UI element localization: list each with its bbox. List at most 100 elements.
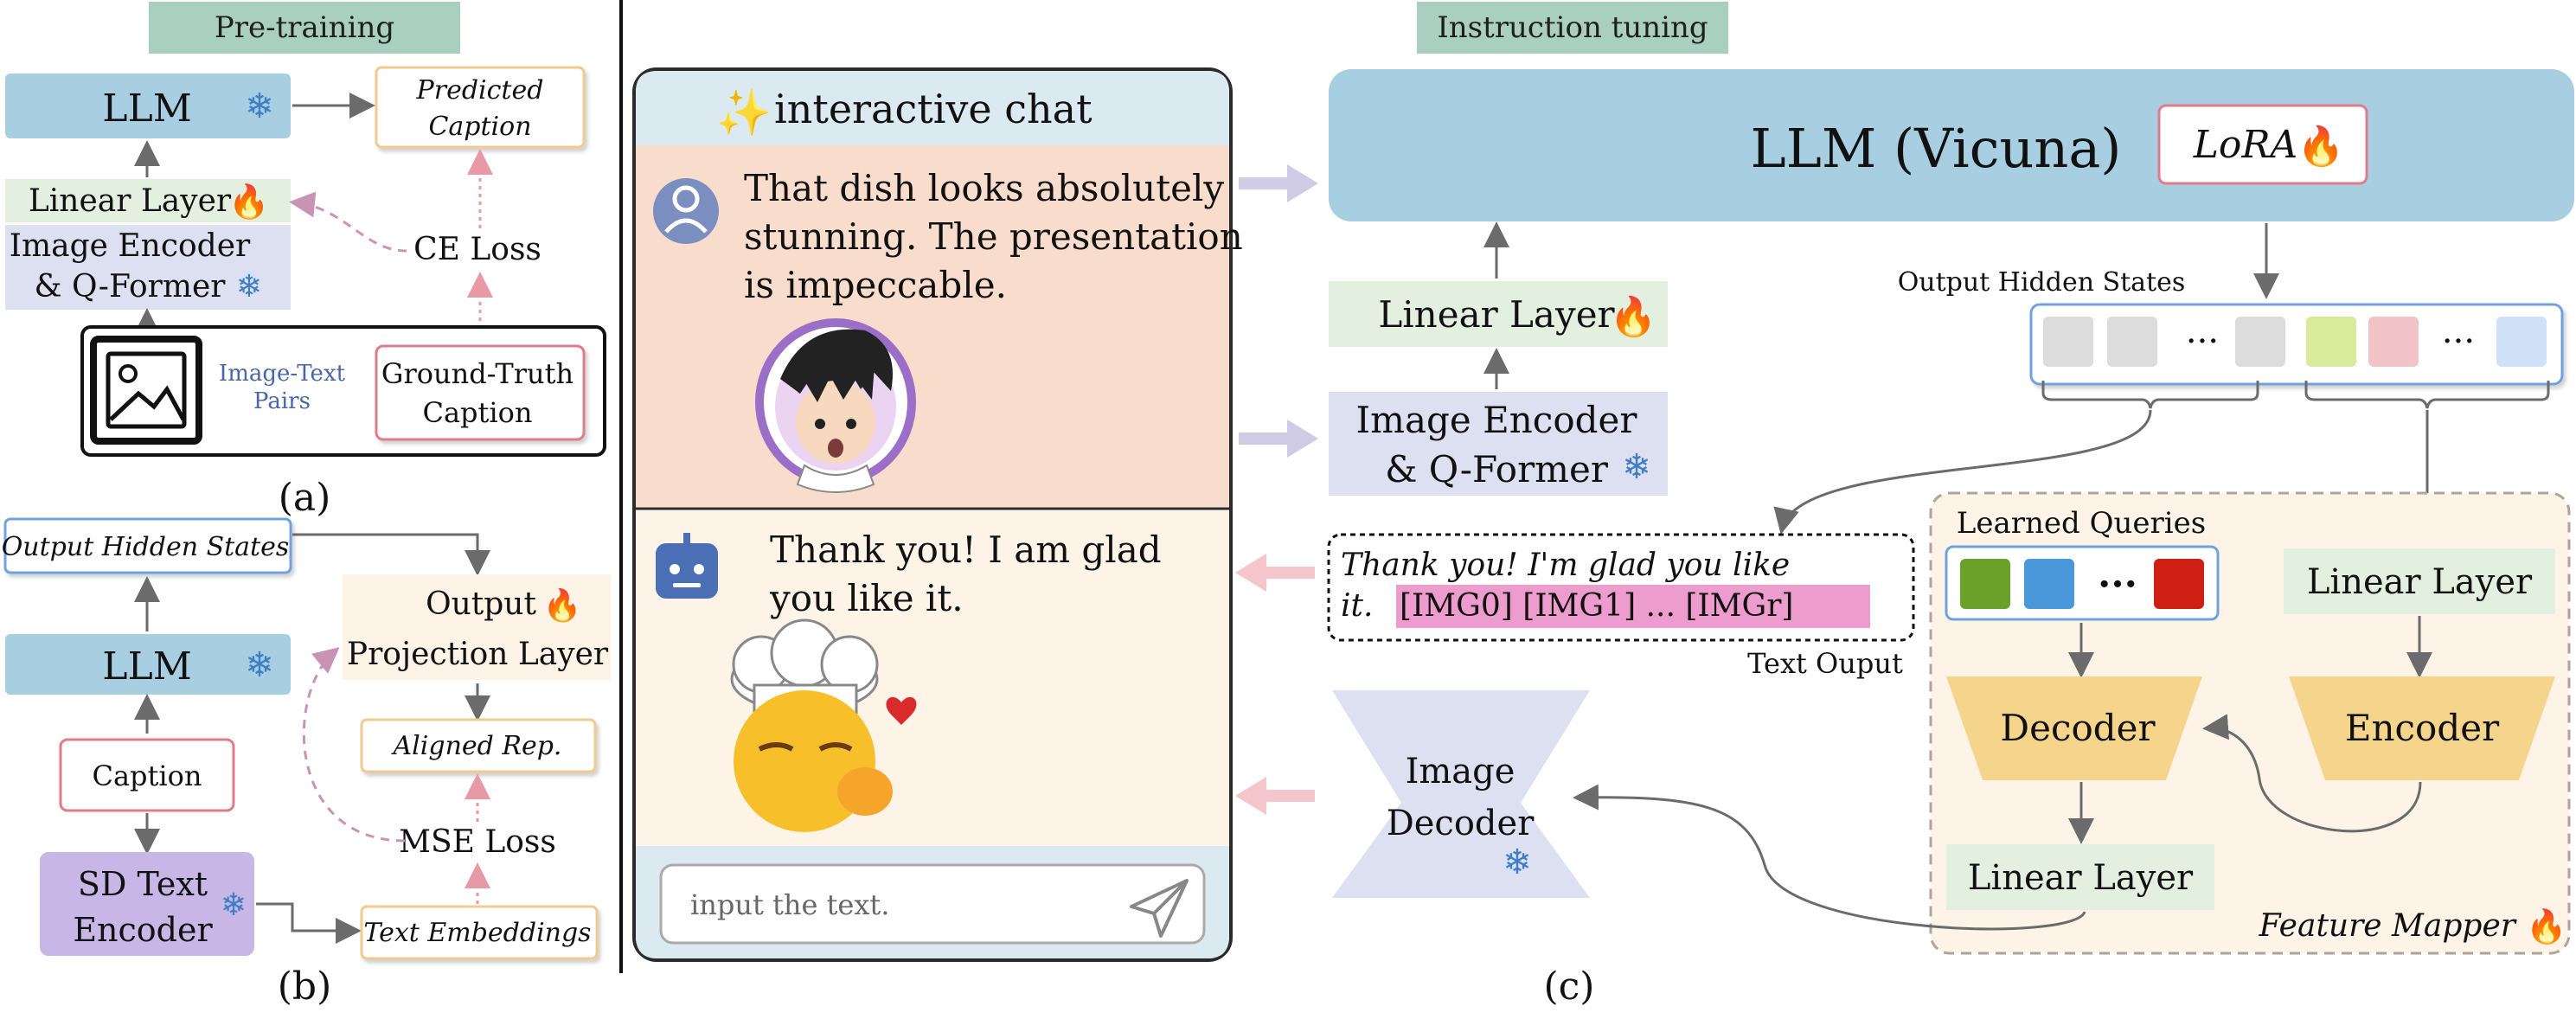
bot-message-line2: you like it. (769, 577, 964, 619)
pretraining-encoder-line2: & Q-Former (34, 269, 226, 304)
output-hidden-states-box (3, 517, 292, 574)
svg-text:···: ··· (2442, 322, 2475, 362)
svg-text:···: ··· (2098, 562, 2137, 606)
image-decoder-line2: Decoder (1387, 804, 1535, 843)
ground-truth-caption-box (375, 344, 586, 441)
instruction-title: Instruction tuning (1437, 10, 1708, 45)
panel-a-label: (a) (279, 476, 331, 520)
anime-sticker-image (755, 318, 916, 493)
chat-input-field[interactable] (659, 863, 1206, 945)
pretraining-llm-label: LLM (102, 87, 192, 131)
fire-icon: 🔥 (228, 183, 269, 221)
pretraining-panel: Pre-training LLM ❄ Predicted Caption Lin… (5, 2, 606, 520)
fire-icon: 🔥 (543, 587, 582, 624)
text-output-line1: Thank you! I'm glad you like (1341, 548, 1790, 583)
sd-text-encoder-line2: Encoder (73, 911, 213, 949)
svg-text:···: ··· (2186, 322, 2219, 362)
chat-panel: ✨ interactive chat That dish looks absol… (632, 67, 1243, 962)
decoder-block (1946, 676, 2202, 780)
predicted-caption-line1: Predicted (416, 75, 544, 106)
mse-loss-label: MSE Loss (399, 824, 556, 860)
fire-icon: 🔥 (2526, 907, 2566, 945)
learned-queries-label: Learned Queries (1957, 506, 2206, 541)
pretraining-title: Pre-training (215, 10, 394, 45)
image-text-pairs-line2: Pairs (253, 388, 311, 414)
send-icon[interactable] (1130, 879, 1189, 938)
lora-label: LoRA (2193, 123, 2298, 167)
encoder-label: Encoder (2345, 707, 2500, 749)
snowflake-icon: ❄ (245, 87, 274, 126)
mapper-linear-top-label: Linear Layer (2307, 562, 2533, 602)
pretraining-linear-box (5, 179, 291, 222)
predicted-caption-box (375, 66, 586, 149)
hidden-states-box (2029, 303, 2564, 386)
image-decoder-line1: Image (1406, 752, 1515, 791)
chat-connector-arrows (1235, 164, 1318, 815)
chat-header-title: interactive chat (774, 86, 1093, 132)
user-message-area (636, 145, 1229, 507)
aligned-rep-label: Aligned Rep. (391, 731, 562, 761)
mapper-linear-bottom-box (1946, 844, 2214, 910)
instruction-encoder-line2: & Q-Former (1385, 448, 1609, 490)
snowflake-icon: ❄ (236, 269, 262, 304)
user-message-line2: stunning. The presentation (744, 215, 1243, 258)
ce-loss-to-linear-arrow (289, 191, 407, 253)
chef-emoji-image (730, 618, 917, 832)
fire-icon: 🔥 (1610, 295, 1657, 339)
text-embeddings-label: Text Embeddings (363, 918, 591, 948)
vicuna-llm-label: LLM (Vicuna) (1751, 117, 2122, 180)
image-text-pairs-line1: Image-Text (219, 361, 346, 387)
ground-truth-caption-line2: Caption (422, 396, 532, 429)
panel-b-label: (b) (278, 965, 332, 1009)
encoder-block (2289, 676, 2555, 780)
user-message-line1: That dish looks absolutely (744, 167, 1224, 209)
image-decoder: Image Decoder ❄ (1332, 690, 1590, 898)
panel-c-label: (c) (1544, 965, 1595, 1009)
bot-message-line1: Thank you! I am glad (770, 529, 1162, 571)
pretraining-encoder-box (5, 225, 291, 310)
hidden-state-tokens: ··· ··· (2043, 317, 2547, 367)
ground-truth-caption-line1: Ground-Truth (381, 357, 574, 390)
lora-box (2157, 104, 2368, 185)
caption-box (59, 738, 235, 812)
instruction-panel: Instruction tuning LLM (Vicuna) LoRA 🔥 L… (1327, 2, 2574, 1009)
snowflake-icon: ❄ (1503, 843, 1532, 882)
user-avatar-icon (653, 178, 719, 244)
learned-query-tokens: ··· (1960, 559, 2204, 609)
pretraining-llm-box (5, 74, 291, 138)
chat-header-bg (636, 71, 1229, 145)
img-tokens-highlight (1396, 585, 1870, 628)
instruction-linear-label: Linear Layer (1378, 293, 1615, 336)
fire-icon: 🔥 (2297, 125, 2345, 169)
learned-queries-box (1945, 545, 2220, 621)
sparkles-icon: ✨ (716, 87, 772, 139)
instruction-encoder-box (1329, 392, 1668, 496)
alignment-llm-label: LLM (102, 644, 192, 689)
aligned-rep-box (360, 718, 597, 773)
instruction-linear-box (1329, 281, 1668, 347)
mapper-linear-bottom-label: Linear Layer (1968, 858, 2194, 898)
snowflake-icon: ❄ (1622, 447, 1651, 487)
hidden-states-label: Output Hidden States (1898, 267, 2186, 298)
mapper-linear-top-box (2284, 548, 2555, 614)
chat-input-placeholder: input the text. (690, 888, 889, 921)
sd-text-encoder-box (40, 852, 254, 956)
text-output-prefix: it. (1341, 588, 1373, 624)
pretraining-encoder-line1: Image Encoder (10, 228, 251, 264)
ce-loss-label: CE Loss (413, 232, 541, 267)
user-message-line3: is impeccable. (744, 264, 1007, 306)
instruction-title-bg (1417, 2, 1728, 54)
alignment-llm-box (5, 634, 291, 695)
output-projection-box (343, 574, 611, 680)
hidden-to-projection-arrow (292, 533, 490, 576)
output-projection-line1: Output (426, 586, 536, 622)
robot-avatar-icon (656, 533, 718, 599)
encoder-to-decoder-arrow (2202, 714, 2422, 833)
image-icon (90, 336, 202, 445)
snowflake-icon: ❄ (221, 888, 247, 923)
alignment-panel: Output Hidden States LLM ❄ Output 🔥 Proj… (2, 517, 611, 1009)
output-hidden-states-label: Output Hidden States (2, 532, 290, 562)
image-token-brace (2304, 381, 2550, 409)
sd-text-encoder-line1: SD Text (78, 865, 208, 903)
sd-to-embeddings-arrow (256, 902, 362, 944)
